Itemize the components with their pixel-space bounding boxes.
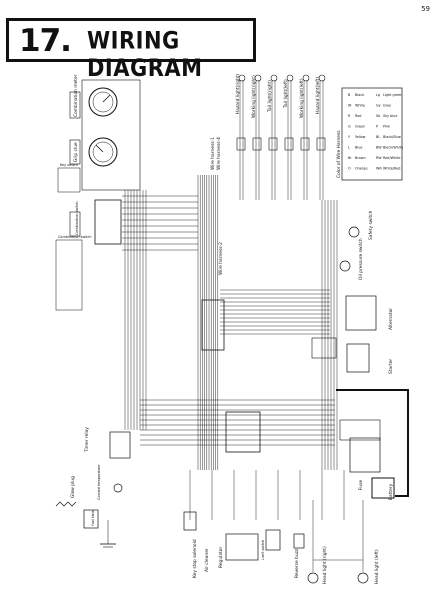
gauge-label-combination-meter: Combination meter [73,74,79,117]
wire-bundles [100,74,381,572]
label-wire-harness-1: Wire harness-1 [210,137,216,170]
page-title: WIRING DIAGRAM [87,26,203,82]
connector [316,137,326,151]
legend-color-name: Red/White [383,156,400,160]
lamp-bulb [286,74,294,82]
lamp-bulb [318,74,326,82]
lamp-bulb [270,74,278,82]
label-glow-plug: Glow plug [70,476,76,498]
label-air-cleaner: Air cleaner [204,548,210,572]
connector [311,337,337,359]
label-fuel-tank: Fuel tank [91,510,95,526]
switch-blocks: Key switch Combination switch Combinatio… [55,163,122,311]
legend-color-name: Sky blue [383,114,397,118]
legend-code: O [348,167,351,171]
label-coolant-temperature: Coolant temperature [97,465,101,500]
connector [300,137,310,151]
connector [225,411,261,453]
legend-code: WR [376,167,382,171]
lamp-label-working-left: Working light(left) [299,78,305,118]
legend-color-name: Red [355,114,361,118]
label-battery: Battery [388,483,394,500]
legend-code: L [348,146,350,150]
label-oil-pressure-switch: Oil pressure switch [358,238,364,280]
label-timer-relay: Timer relay [84,427,90,453]
lamp-label-hazard-left: Hazard light(left) [315,77,321,114]
legend-code: Gy [376,104,381,108]
legend-code: Lg [376,93,380,97]
label-fuse: Fuse [358,480,364,490]
connector [201,299,225,351]
legend-color-name: Brown [355,156,366,160]
legend-color-name: Blue [355,146,363,150]
legend-code: RW [376,156,382,160]
legend-color-name: Pink [383,125,390,129]
label-key-stop-solenoid: Key stop solenoid [192,539,198,578]
left-lower-components: Timer relay Glow plug Coolant temperatur… [55,427,131,529]
label-wire-harness-2: Wire harness-2 [218,242,224,275]
lamp-bulb [302,74,310,82]
legend-color-name: Black [355,93,364,97]
legend-color-name: Yellow [355,135,366,139]
battery-cable [336,389,409,497]
connector [252,137,262,151]
label-key-switch: Key switch [60,163,78,167]
legend-color-name: Orange [355,167,368,171]
connector [284,137,294,151]
legend-color-name: Black/White [383,146,403,150]
label-safety-switch: Safety switch [368,210,374,240]
legend-code: Br [348,156,352,160]
legend-code: R [348,114,351,118]
bottom-components: Key stop solenoid Air cleaner Regulator … [183,511,380,584]
legend-code: Sb [376,114,380,118]
legend-color-name: Black/Blue [383,135,401,139]
legend-color-name: Gray [383,104,391,108]
lamp-group: Hazard light(right) Working light(right)… [235,73,321,118]
label-limit-switch: Limit switch [261,540,265,560]
page-number: 59 [421,5,430,13]
label-starter: Starter [388,359,394,374]
lamp-label-hazard-right: Hazard light(right) [235,73,241,114]
legend-code: P [376,125,378,129]
lamp-bulb [238,74,246,82]
legend-title: Color of Wire Harness [336,130,342,178]
label-wire-harness-4: Wire harness-4 [216,137,222,170]
lamp-label-tail-right: Tail light(right) [267,80,273,113]
lamp-bulb [254,74,262,82]
page-title-box: 17. WIRING DIAGRAM [6,18,256,82]
connector [236,137,246,151]
gauge-label-grip-clue: Grip clue [73,142,79,162]
label-combination-switch-1: Combination switch [75,202,79,235]
legend-color-name: Green [355,125,365,129]
connector [339,419,381,441]
legend-code: Y [348,135,351,139]
label-combination-switch-2: Combination switch [58,235,91,239]
section-number: 17. [19,23,72,59]
label-reverse-buzz: Reverse buzz [294,548,300,578]
label-regulator: Regulator [218,547,224,568]
legend-code: BL [376,135,380,139]
lamp-label-working-right: Working light(right) [251,75,257,118]
label-alternator: Alternator [388,308,394,330]
legend-color-name: White [355,104,365,108]
lamp-label-tail-left: Tail light(left) [283,79,289,109]
legend-code: B [348,93,351,97]
label-head-light-right: Head light (right) [322,546,328,584]
label-head-light-left: Head light (left) [374,549,380,584]
legend-code: W [348,104,352,108]
legend-color-name: White/Red [383,167,400,171]
legend-code: BW [376,146,382,150]
combination-meter: Combination meter Grip clue [69,74,141,191]
legend-color-name: Light green [383,93,402,97]
legend-code: G [348,125,351,129]
right-components: Safety switch Oil pressure switch Altern… [339,210,395,500]
connector [268,137,278,151]
